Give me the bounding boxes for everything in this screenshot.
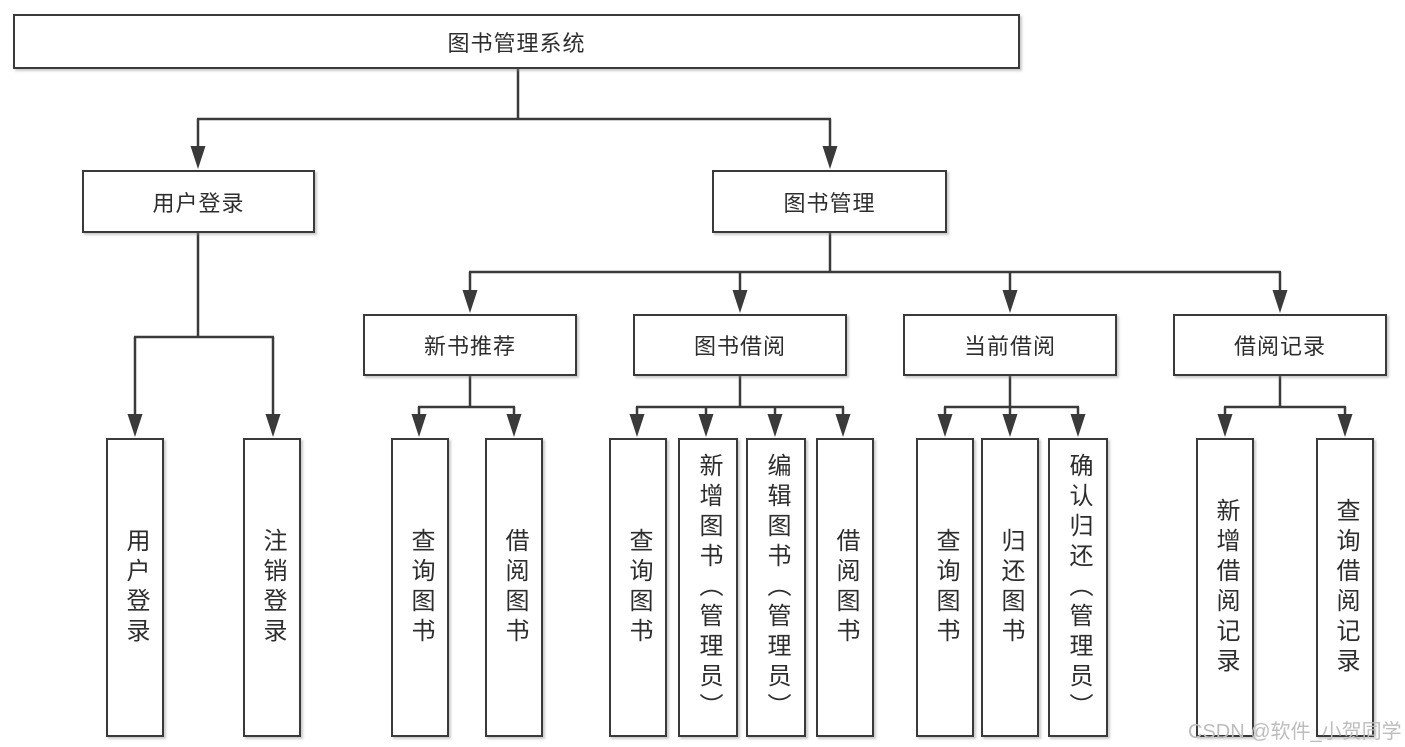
node-label: 查询借阅记录 xyxy=(1332,497,1359,678)
leaf-query-books-borrowing: 查询图书 xyxy=(609,438,667,737)
node-label: 注销登录 xyxy=(259,527,286,648)
csdn-watermark: CSDN @软件_小贺同学 xyxy=(1188,721,1402,743)
node-new-book-recommendation: 新书推荐 xyxy=(363,314,577,376)
leaf-confirm-return-admin: 确认归还（管理员） xyxy=(1048,438,1108,737)
node-label: 借阅图书 xyxy=(832,527,859,648)
node-book-management: 图书管理 xyxy=(712,170,947,233)
node-label: 查询图书 xyxy=(625,527,652,648)
node-label: 当前借阅 xyxy=(963,334,1056,359)
node-label: 新增借阅记录 xyxy=(1212,497,1239,678)
node-label: 借阅记录 xyxy=(1233,334,1326,359)
node-label: 借阅图书 xyxy=(501,527,528,648)
leaf-return-books: 归还图书 xyxy=(981,438,1039,737)
node-label: 确认归还（管理员） xyxy=(1065,452,1092,723)
node-library-management-system: 图书管理系统 xyxy=(13,14,1020,69)
node-label: 图书管理系统 xyxy=(447,30,586,56)
node-label: 查询图书 xyxy=(407,527,434,648)
node-label: 图书管理 xyxy=(783,190,876,216)
node-label: 用户登录 xyxy=(122,527,149,648)
node-label: 新书推荐 xyxy=(423,334,516,359)
node-book-borrowing: 图书借阅 xyxy=(633,314,847,376)
leaf-logout: 注销登录 xyxy=(243,438,301,737)
node-label: 编辑图书（管理员） xyxy=(763,452,790,723)
node-label: 归还图书 xyxy=(997,527,1024,648)
node-label: 新增图书（管理员） xyxy=(695,452,722,723)
leaf-user-login: 用户登录 xyxy=(106,438,164,737)
node-label: 图书借阅 xyxy=(693,334,786,359)
node-label: 用户登录 xyxy=(152,190,245,216)
leaf-edit-books-admin: 编辑图书（管理员） xyxy=(746,438,806,737)
leaf-query-borrow-record: 查询借阅记录 xyxy=(1316,438,1374,737)
leaf-query-books-recommend: 查询图书 xyxy=(391,438,449,737)
leaf-borrow-books-borrowing: 借阅图书 xyxy=(816,438,874,737)
node-user-login: 用户登录 xyxy=(82,170,315,233)
leaf-borrow-books-recommend: 借阅图书 xyxy=(485,438,543,737)
node-borrowing-records: 借阅记录 xyxy=(1173,314,1387,376)
node-current-borrowing: 当前借阅 xyxy=(903,314,1117,376)
leaf-query-books-current: 查询图书 xyxy=(916,438,974,737)
leaf-add-books-admin: 新增图书（管理员） xyxy=(678,438,738,737)
leaf-add-borrow-record: 新增借阅记录 xyxy=(1196,438,1254,737)
node-label: 查询图书 xyxy=(932,527,959,648)
